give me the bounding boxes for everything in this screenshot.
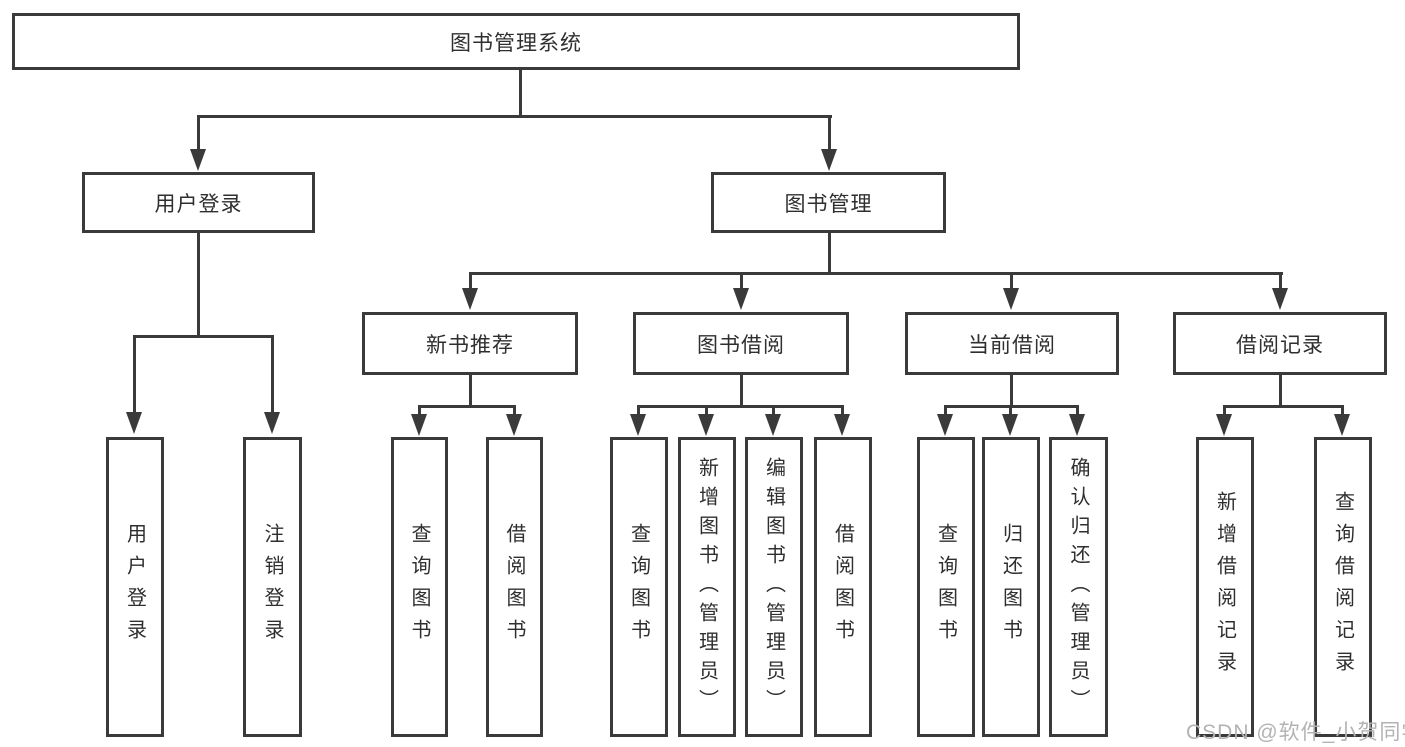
node-label: 归还图书 [999, 523, 1022, 651]
node-leaf-user-login: 用户登录 [106, 437, 164, 737]
connector-arrow-shaft [469, 272, 472, 290]
node-label: 新增借阅记录 [1213, 491, 1236, 683]
node-leaf-edit-book-admin: 编辑图书（管理员） [745, 437, 803, 737]
node-leaf-query-books-b: 查询图书 [610, 437, 668, 737]
connector-arrow-shaft [740, 272, 743, 290]
node-leaf-borrow-books-a: 借阅图书 [486, 437, 543, 737]
connector-root-vline [519, 68, 522, 118]
connector-groupA-vline [469, 375, 472, 408]
connector-arrow-shaft [418, 405, 421, 416]
arrow-down-icon [1272, 288, 1288, 310]
node-leaf-logout: 注销登录 [243, 437, 302, 737]
node-label: 借阅图书 [831, 523, 854, 651]
node-leaf-return-book: 归还图书 [982, 437, 1040, 737]
node-label: 注销登录 [261, 523, 283, 651]
node-label: 编辑图书（管理员） [762, 456, 785, 718]
connector-arrow-shaft [705, 405, 708, 416]
arrow-down-icon [765, 414, 781, 436]
node-label: 确认归还（管理员） [1067, 456, 1089, 718]
arrow-down-icon [506, 414, 522, 436]
connector-arrow-shaft [1223, 405, 1226, 416]
connector-arrow-shaft [1341, 405, 1344, 416]
arrow-down-icon [264, 412, 280, 434]
node-label: 查询图书 [627, 523, 650, 651]
arrow-down-icon [630, 414, 646, 436]
connector-groupC-vline [1010, 375, 1013, 408]
node-label: 查询图书 [408, 523, 430, 651]
csdn-watermark: CSDN @软件_小贺同学 [1186, 721, 1405, 744]
node-user-login-group: 用户登录 [82, 172, 315, 233]
arrow-down-icon [411, 414, 427, 436]
node-label: 查询图书 [934, 523, 957, 651]
connector-login-hline [133, 335, 274, 338]
connector-arrow-shaft [944, 405, 947, 416]
node-leaf-borrow-books-b: 借阅图书 [814, 437, 872, 737]
connector-arrow-shaft [1279, 272, 1282, 290]
connector-arrow-shaft [772, 405, 775, 416]
connector-arrow-shaft [828, 115, 831, 151]
arrow-down-icon [698, 414, 714, 436]
connector-root-hline [197, 115, 832, 118]
connector-arrow-shaft [637, 405, 640, 416]
arrow-down-icon [1334, 414, 1350, 436]
node-label: 借阅记录 [1236, 333, 1324, 357]
node-label: 当前借阅 [968, 333, 1056, 357]
node-root-label: 图书管理系统 [450, 31, 582, 55]
connector-arrow-shaft [1010, 272, 1013, 290]
node-borrow-records: 借阅记录 [1173, 312, 1387, 375]
connector-arrow-shaft [133, 335, 136, 414]
node-label: 用户登录 [123, 523, 146, 651]
connector-arrow-shaft [271, 335, 274, 414]
node-label: 图书借阅 [697, 333, 785, 357]
arrow-down-icon [462, 288, 478, 310]
arrow-down-icon [937, 414, 953, 436]
connector-arrow-shaft [513, 405, 516, 416]
connector-groupD-hline [1223, 405, 1344, 408]
connector-groupA-hline [418, 405, 516, 408]
arrow-down-icon [190, 149, 206, 171]
arrow-down-icon [834, 414, 850, 436]
node-leaf-add-book-admin: 新增图书（管理员） [678, 437, 736, 737]
connector-groupD-vline [1279, 375, 1282, 408]
node-current-borrow: 当前借阅 [905, 312, 1119, 375]
node-label: 图书管理 [784, 192, 873, 216]
arrow-down-icon [126, 412, 142, 434]
connector-login-vline [197, 233, 200, 338]
node-label: 借阅图书 [503, 523, 525, 651]
connector-mgmt-vline [828, 233, 831, 275]
connector-arrow-shaft [1009, 405, 1012, 416]
node-leaf-query-books-c: 查询图书 [917, 437, 975, 737]
arrow-down-icon [1069, 414, 1085, 436]
arrow-down-icon [821, 149, 837, 171]
node-label: 新书推荐 [426, 333, 514, 357]
node-leaf-query-borrow-record: 查询借阅记录 [1314, 437, 1372, 737]
connector-arrow-shaft [197, 115, 200, 151]
node-book-borrow: 图书借阅 [633, 312, 849, 375]
connector-groupB-vline [740, 375, 743, 408]
connector-groupB-hline [637, 405, 844, 408]
node-book-management: 图书管理 [711, 172, 946, 233]
arrow-down-icon [1216, 414, 1232, 436]
node-leaf-query-books-a: 查询图书 [391, 437, 448, 737]
connector-arrow-shaft [1076, 405, 1079, 416]
arrow-down-icon [1002, 414, 1018, 436]
node-label: 新增图书（管理员） [695, 456, 718, 718]
connector-mgmt-hline [469, 272, 1283, 275]
node-leaf-add-borrow-record: 新增借阅记录 [1196, 437, 1254, 737]
node-leaf-confirm-return-admin: 确认归还（管理员） [1049, 437, 1108, 737]
arrow-down-icon [733, 288, 749, 310]
node-root-system: 图书管理系统 [12, 13, 1020, 70]
node-new-book-recommend: 新书推荐 [362, 312, 578, 375]
node-label: 查询借阅记录 [1331, 491, 1354, 683]
arrow-down-icon [1003, 288, 1019, 310]
node-label: 用户登录 [154, 192, 243, 216]
connector-arrow-shaft [841, 405, 844, 416]
